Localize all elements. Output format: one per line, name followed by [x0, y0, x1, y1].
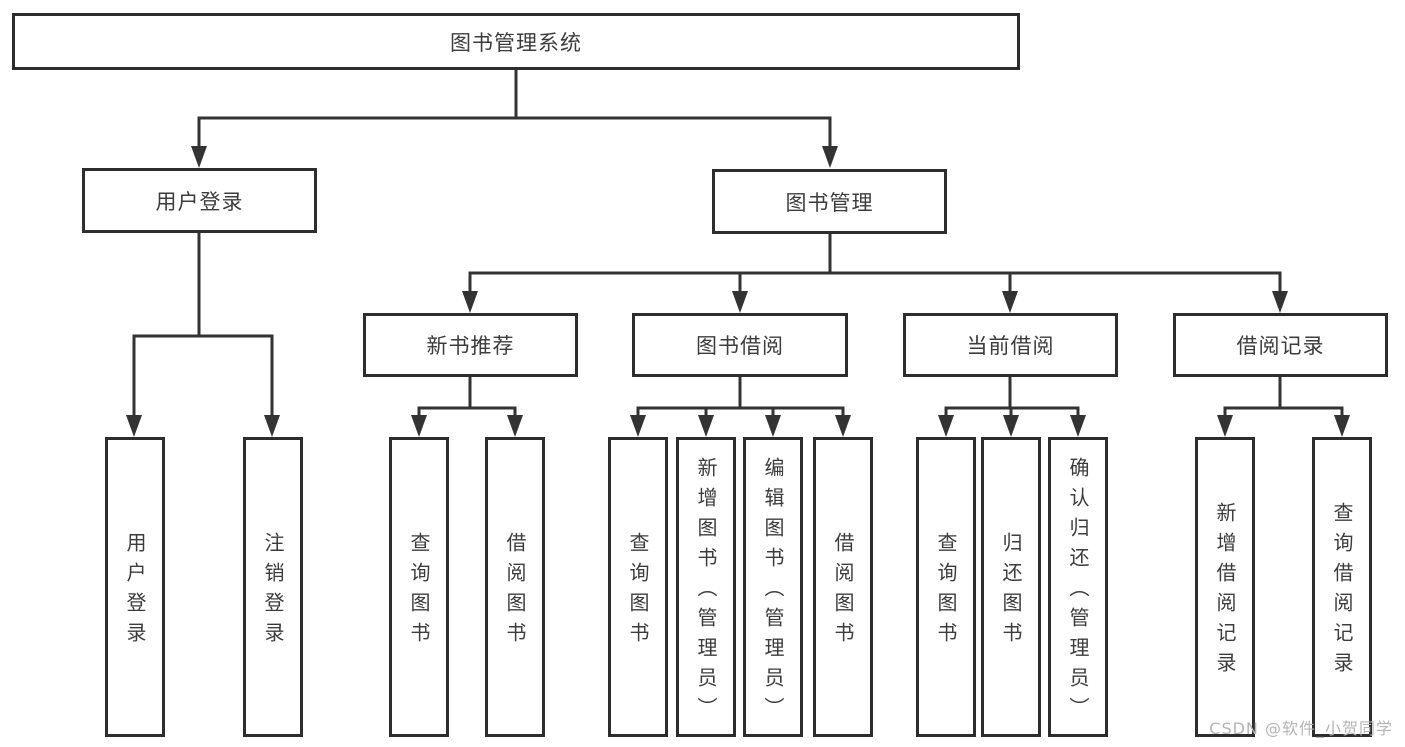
node-current-borrow: 当前借阅 — [903, 313, 1118, 377]
node-user-login: 用户登录 — [82, 168, 317, 233]
arrowheads — [126, 146, 1350, 437]
node-new-book-recommend: 新书推荐 — [363, 313, 578, 377]
node-leaf-borrow-books-recommend: 借阅图书 — [485, 437, 545, 737]
node-leaf-logout: 注销登录 — [243, 437, 303, 737]
node-leaf-query-books-borrow-label: 查询图书 — [626, 532, 650, 652]
node-book-management: 图书管理 — [712, 169, 947, 234]
node-book-management-label: 图书管理 — [785, 190, 874, 215]
node-leaf-query-borrow-record-label: 查询借阅记录 — [1330, 502, 1354, 682]
node-book-borrow-label: 图书借阅 — [696, 334, 784, 358]
node-leaf-edit-book-admin-label: 编辑图书（管理员） — [761, 457, 785, 727]
node-leaf-confirm-return-admin-label: 确认归还（管理员） — [1066, 457, 1090, 727]
node-leaf-query-books-current-label: 查询图书 — [934, 532, 958, 652]
node-leaf-add-borrow-record: 新增借阅记录 — [1195, 437, 1255, 737]
node-leaf-borrow-books-label: 借阅图书 — [831, 532, 855, 652]
node-leaf-query-books-current: 查询图书 — [916, 437, 976, 737]
node-leaf-confirm-return-admin: 确认归还（管理员） — [1048, 437, 1108, 737]
node-leaf-query-borrow-record: 查询借阅记录 — [1312, 437, 1372, 737]
node-leaf-user-login-label: 用户登录 — [123, 532, 147, 652]
node-leaf-query-books-recommend-label: 查询图书 — [407, 532, 431, 652]
node-borrow-records: 借阅记录 — [1173, 313, 1388, 377]
node-leaf-logout-label: 注销登录 — [261, 532, 285, 652]
node-leaf-return-book: 归还图书 — [981, 437, 1041, 737]
node-leaf-return-book-label: 归还图书 — [999, 532, 1023, 652]
node-book-borrow: 图书借阅 — [632, 313, 848, 377]
node-leaf-borrow-books-recommend-label: 借阅图书 — [503, 532, 527, 652]
node-leaf-add-book-admin: 新增图书（管理员） — [676, 437, 736, 737]
node-leaf-borrow-books: 借阅图书 — [813, 437, 873, 737]
node-leaf-edit-book-admin: 编辑图书（管理员） — [743, 437, 803, 737]
node-leaf-add-borrow-record-label: 新增借阅记录 — [1213, 502, 1237, 682]
node-leaf-add-book-admin-label: 新增图书（管理员） — [694, 457, 718, 727]
node-library-system-label: 图书管理系统 — [450, 30, 582, 55]
node-borrow-records-label: 借阅记录 — [1236, 334, 1325, 358]
node-current-borrow-label: 当前借阅 — [966, 334, 1055, 358]
node-user-login-label: 用户登录 — [155, 189, 244, 214]
node-leaf-user-login: 用户登录 — [105, 437, 165, 737]
csdn-watermark: CSDN @软件_小贺同学 — [1209, 719, 1393, 738]
node-leaf-query-books-borrow: 查询图书 — [608, 437, 668, 737]
connector-strokes — [132, 68, 1344, 421]
node-library-system: 图书管理系统 — [12, 13, 1020, 70]
node-new-book-recommend-label: 新书推荐 — [426, 334, 515, 358]
node-leaf-query-books-recommend: 查询图书 — [389, 437, 449, 737]
